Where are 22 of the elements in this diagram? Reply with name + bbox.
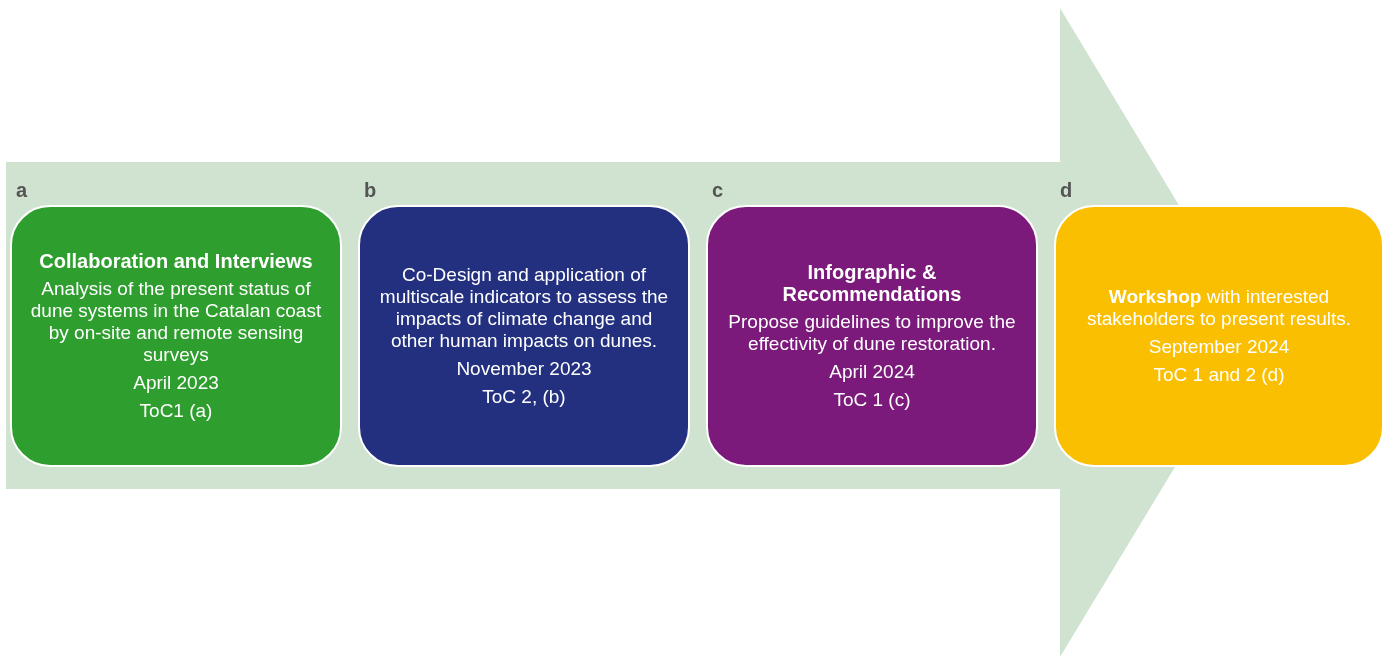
box-text: Analysis of the present status of dune systems in the Catalan coast by on-site and remote sensing surveys xyxy=(30,278,322,366)
stage-box xyxy=(358,205,690,467)
panel-letter: c xyxy=(712,179,724,202)
stage-box xyxy=(10,205,342,467)
panel-letter: b xyxy=(364,179,377,202)
stage-box xyxy=(706,205,1038,467)
panel-letter: a xyxy=(16,179,28,202)
date-text: November 2023 xyxy=(456,358,592,380)
box-text: Propose guidelines to improve the effectivity of dune restoration. xyxy=(727,311,1017,355)
toc-reference: ToC 1 (c) xyxy=(833,389,911,411)
date-text: September 2024 xyxy=(1148,336,1290,358)
toc-reference: ToC 1 and 2 (d) xyxy=(1153,364,1285,386)
date-text: April 2024 xyxy=(829,361,915,383)
date-text: April 2023 xyxy=(133,372,219,394)
panel-letter: d xyxy=(1060,179,1073,202)
box-text: Co-Design and application of multiscale indicators to assess the impacts of climate change and other human impacts on dunes. xyxy=(378,264,670,352)
box-text: Workshop with interested stakeholders to present results. xyxy=(1086,286,1352,330)
stage-box xyxy=(1054,205,1384,467)
toc-reference: ToC1 (a) xyxy=(139,400,213,422)
box-heading: Infographic & Recommendations xyxy=(781,261,963,305)
toc-reference: ToC 2, (b) xyxy=(482,386,566,408)
box-heading: Collaboration and Interviews xyxy=(39,250,313,272)
